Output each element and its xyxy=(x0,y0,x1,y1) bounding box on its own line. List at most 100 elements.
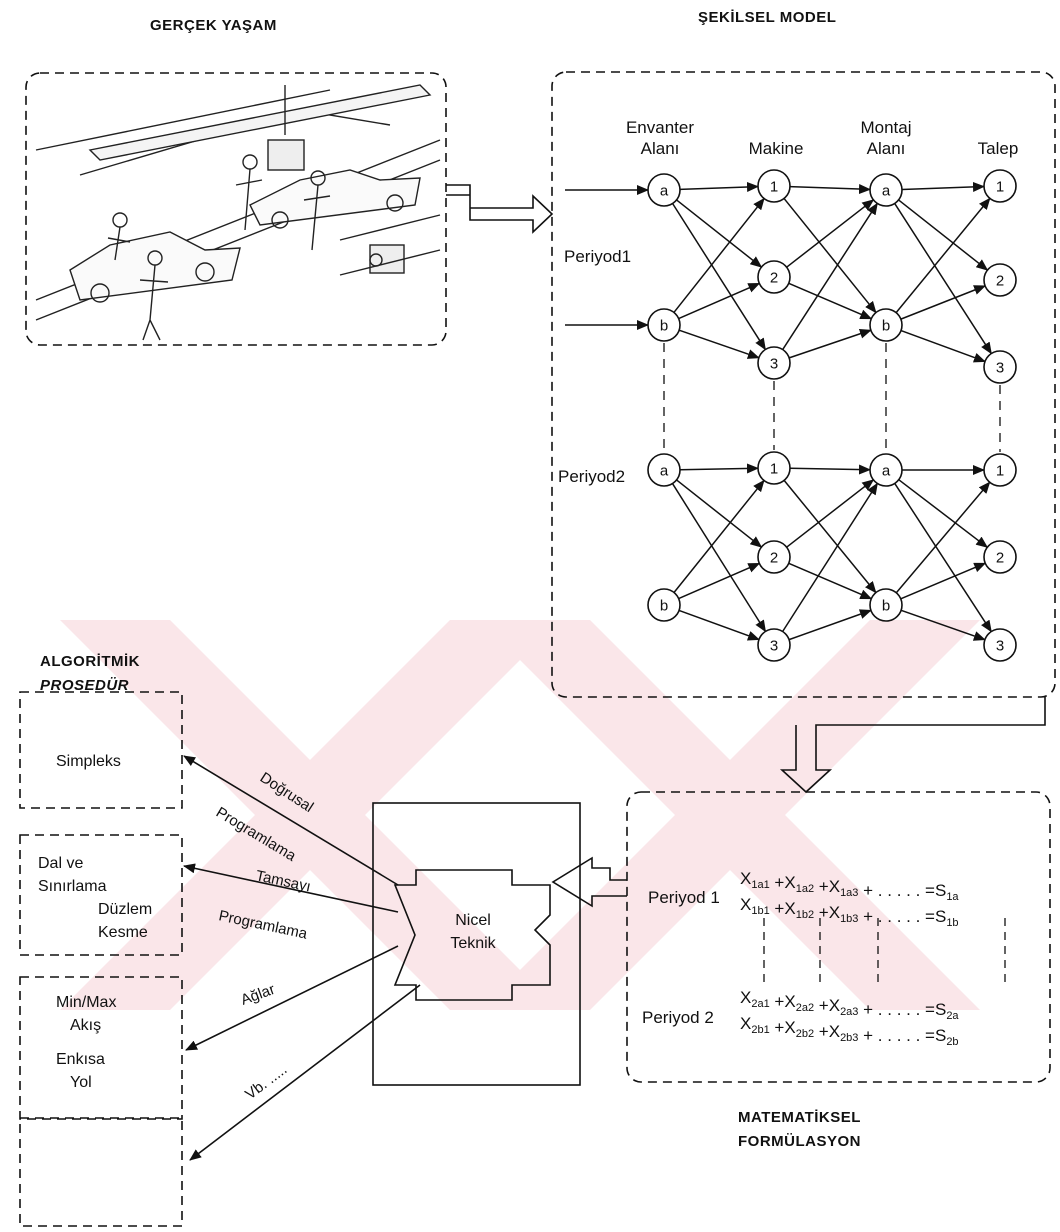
assembly-node-b-p2: b xyxy=(870,589,902,621)
network-edge xyxy=(789,330,871,358)
network-edge xyxy=(677,200,762,267)
inventory-node-a-p2-label: a xyxy=(660,463,669,480)
eq-plus: + xyxy=(770,992,785,1011)
real-life-panel xyxy=(26,73,446,345)
eq-subscript: 1b2 xyxy=(796,909,814,921)
eq-variable: X xyxy=(740,869,751,888)
network-edge xyxy=(679,563,760,598)
center-label-2: Teknik xyxy=(450,935,496,952)
eq-variable: X xyxy=(784,992,795,1011)
assembly-node-a-p1-label: a xyxy=(882,183,891,200)
assembly-line-illustration xyxy=(36,85,440,340)
eq-rhs: S xyxy=(935,1026,946,1045)
eq-variable: X xyxy=(740,895,751,914)
network-edge xyxy=(679,330,759,358)
network-edge xyxy=(789,283,872,318)
inventory-node-a-p1: a xyxy=(648,174,680,206)
machine-node-1-p2-label: 1 xyxy=(770,461,778,478)
network-edge xyxy=(784,480,876,592)
network-edge xyxy=(790,468,870,469)
demand-node-2-p2-label: 2 xyxy=(996,550,1004,567)
eq-tail: + . . . . . = xyxy=(858,1000,935,1019)
eq-plus: + xyxy=(770,899,785,918)
network-edge xyxy=(673,484,766,632)
eq-tail: + . . . . . = xyxy=(858,907,935,926)
header-assembly-2: Alanı xyxy=(867,139,906,158)
demand-node-3-p2: 3 xyxy=(984,629,1016,661)
column-headers: Envanter Alanı Makine Montaj Alanı Talep xyxy=(626,118,1018,158)
procedure-flow-2: Akış xyxy=(70,1017,101,1034)
period2-label: Periyod2 xyxy=(558,467,625,486)
demand-node-1-p2: 1 xyxy=(984,454,1016,486)
eq-variable: X xyxy=(784,873,795,892)
procedure-bb-3: Düzlem xyxy=(98,901,152,918)
network-edge xyxy=(783,483,878,631)
eq-subscript: 2b1 xyxy=(751,1024,769,1036)
eq-subscript: 1b1 xyxy=(751,905,769,917)
assembly-node-b-p1-label: b xyxy=(882,318,890,335)
demand-node-2-p1-label: 2 xyxy=(996,273,1004,290)
assembly-node-b-p1: b xyxy=(870,309,902,341)
header-inventory-1: Envanter xyxy=(626,118,694,137)
title-graphical-model: ŞEKİLSEL MODEL xyxy=(698,9,836,26)
eq-tail: + . . . . . = xyxy=(858,881,935,900)
eq-variable: X xyxy=(740,1014,751,1033)
eq-rhs-subscript: 1b xyxy=(946,917,958,929)
eq-rhs: S xyxy=(935,1000,946,1019)
eq-plus: + xyxy=(814,996,829,1015)
eq-subscript: 2b2 xyxy=(796,1028,814,1040)
assembly-node-a-p1: a xyxy=(870,174,902,206)
eq-subscript: 1b3 xyxy=(840,913,858,925)
network-edge xyxy=(895,483,992,631)
machine-node-2-p1-label: 2 xyxy=(770,270,778,287)
eq-rhs-subscript: 2b xyxy=(946,1036,958,1048)
formulation-period1: Periyod 1 xyxy=(648,888,720,907)
eq-plus: + xyxy=(814,877,829,896)
eq-subscript: 2a3 xyxy=(840,1006,858,1018)
eq-variable: X xyxy=(740,988,751,1007)
eq-variable: X xyxy=(829,903,840,922)
eq-subscript: 1a1 xyxy=(751,879,769,891)
machine-node-1-p1-label: 1 xyxy=(770,179,778,196)
eq-rhs-subscript: 2a xyxy=(946,1010,959,1022)
eq-plus: + xyxy=(770,1018,785,1037)
title-real-life: GERÇEK YAŞAM xyxy=(150,17,277,34)
demand-node-2-p1: 2 xyxy=(984,264,1016,296)
network-edge xyxy=(674,199,764,313)
procedure-flow-1: Min/Max xyxy=(56,994,116,1011)
network-edge xyxy=(790,187,870,190)
network-edge xyxy=(895,203,992,353)
network-edge xyxy=(679,283,760,318)
inventory-node-b-p2-label: b xyxy=(660,598,668,615)
inventory-node-b-p1: b xyxy=(648,309,680,341)
header-machine: Makine xyxy=(749,139,804,158)
network-edge xyxy=(679,610,759,639)
procedure-flow-3: Enkısa xyxy=(56,1051,105,1068)
title-math-2: FORMÜLASYON xyxy=(738,1133,861,1150)
eq-variable: X xyxy=(784,899,795,918)
assembly-node-b-p2-label: b xyxy=(882,598,890,615)
procedure-bb-1: Dal ve xyxy=(38,855,83,872)
header-assembly-1: Montaj xyxy=(860,118,911,137)
assembly-node-a-p2-label: a xyxy=(882,463,891,480)
eq-subscript: 2a2 xyxy=(796,1002,814,1014)
formulation-period2: Periyod 2 xyxy=(642,1008,714,1027)
demand-node-2-p2: 2 xyxy=(984,541,1016,573)
assembly-node-a-p2: a xyxy=(870,454,902,486)
network-edge xyxy=(673,204,766,350)
arrow-real-to-model xyxy=(446,185,552,232)
title-math-1: MATEMATİKSEL xyxy=(738,1109,861,1126)
network-edge xyxy=(783,203,878,349)
eq-plus: + xyxy=(814,1022,829,1041)
eq-tail: + . . . . . = xyxy=(858,1026,935,1045)
eq-variable: X xyxy=(784,1018,795,1037)
graphical-model-panel xyxy=(552,72,1055,697)
network-edge xyxy=(680,468,758,469)
network-edge xyxy=(680,187,758,190)
eq-subscript: 1a3 xyxy=(840,887,858,899)
network-edge xyxy=(901,563,986,599)
machine-node-3-p1: 3 xyxy=(758,347,790,379)
machine-node-3-p1-label: 3 xyxy=(770,356,778,373)
period1-label: Periyod1 xyxy=(564,247,631,266)
